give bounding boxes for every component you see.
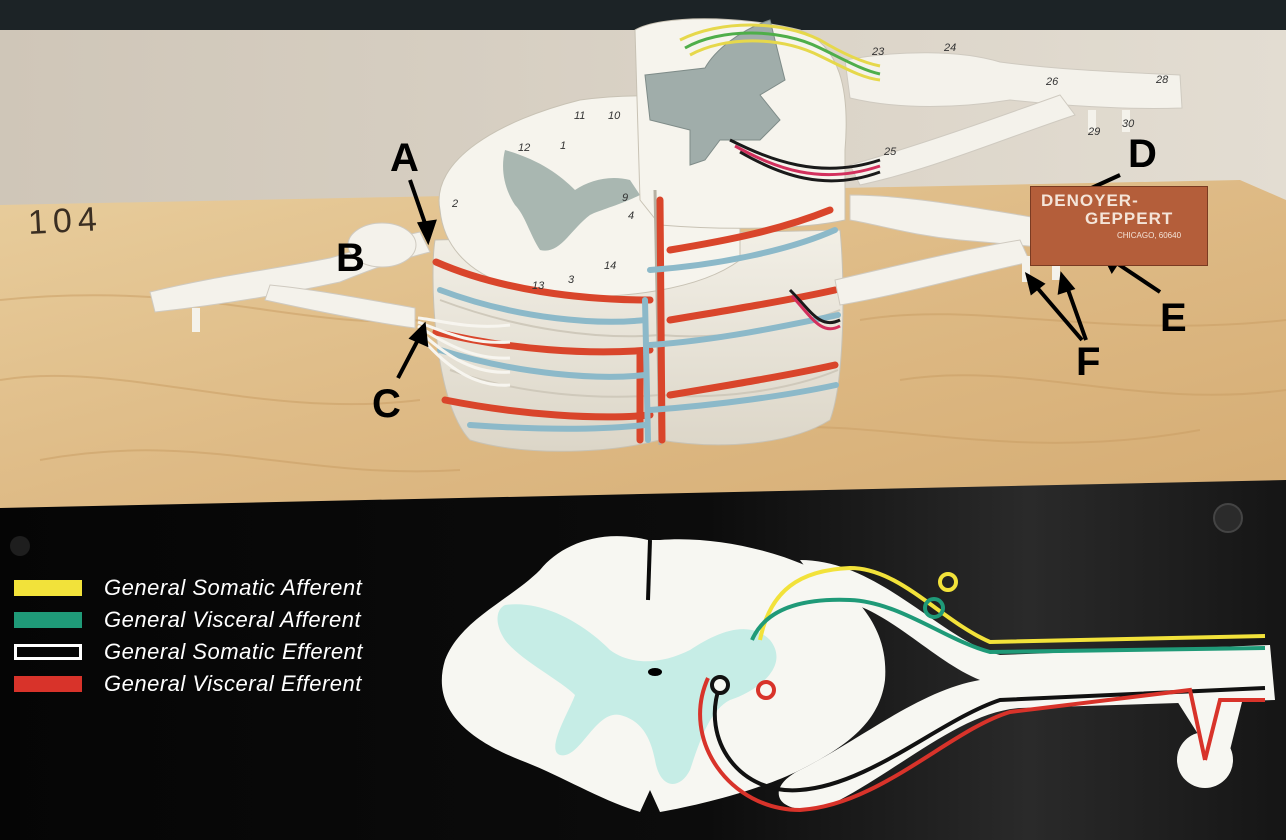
model-number-14: 14: [604, 260, 617, 272]
legend-label-gsa: General Somatic Afferent: [104, 575, 363, 600]
diagram-gse-cell: [710, 675, 730, 695]
model-number-23: 23: [872, 46, 885, 58]
model-right-nerve-mid: [849, 94, 1076, 186]
legend-item-gse: General Somatic Efferent: [14, 636, 434, 668]
legend-swatch-gsa: [14, 580, 82, 596]
brand-label-line2: GEPPERT: [1085, 209, 1174, 228]
legend-item-gva: General Visceral Afferent: [14, 604, 434, 636]
model-right-peg-3: [1088, 110, 1096, 132]
arrow-c: [396, 335, 422, 379]
diagram-gray-matter: [497, 604, 777, 784]
panel-screw-right: [1213, 503, 1243, 533]
callout-f: F: [1076, 340, 1101, 384]
diagram-gse-pathway: [712, 684, 1266, 793]
legend: General Somatic Afferent General Viscera…: [14, 572, 434, 700]
legend-label-gva: General Visceral Afferent: [104, 607, 362, 632]
model-number-24: 24: [944, 42, 957, 54]
diagram-central-canal: [648, 668, 662, 676]
model-number-10: 10: [608, 110, 621, 122]
diagram-gve-postganglionic: [1203, 698, 1265, 761]
legend-label-gse: General Somatic Efferent: [104, 639, 364, 664]
diagram-gve-cell: [756, 680, 776, 700]
model-number-30: 30: [1122, 118, 1135, 130]
arrow-f1: [1032, 282, 1084, 342]
model-wires-red-black: [729, 138, 881, 331]
diagram-nerve-trunk: [778, 560, 1275, 810]
model-number-29: 29: [1088, 126, 1101, 138]
model-right-nerve-upper: [844, 52, 1183, 109]
panel-screw-left: [10, 536, 30, 556]
board-number: 104: [27, 200, 104, 242]
model-left-nerve-lower: [264, 284, 416, 329]
model-gray-matter-top: [503, 150, 640, 251]
model-number-12: 12: [518, 142, 531, 154]
callout-e: E: [1160, 296, 1187, 340]
model-right-peg-1: [1022, 256, 1030, 282]
brand-label: DENOYER- GEPPERT CHICAGO, 60640: [1030, 186, 1208, 266]
model-number-28: 28: [1156, 74, 1169, 86]
model-number-2: 2: [452, 198, 459, 210]
model-right-peg-4: [1122, 110, 1130, 132]
model-number-25: 25: [884, 146, 897, 158]
legend-label-gve: General Visceral Efferent: [104, 671, 362, 696]
callout-c: C: [372, 382, 401, 426]
diagram-gva-pathway: [750, 597, 1266, 655]
model-dorsal-root-ganglion-left: [347, 222, 417, 268]
spinal-cord-diagram: [441, 536, 1275, 813]
diagram-gva-ganglion-cell: [923, 597, 945, 619]
brand-label-line1: DENOYER-: [1041, 191, 1139, 210]
diagram-gve-pathway: [698, 677, 1207, 813]
model-gray-horn-upper: [644, 19, 786, 166]
model-number-4: 4: [628, 210, 635, 222]
callout-a: A: [390, 136, 419, 180]
model-left-peg: [192, 308, 200, 332]
legend-swatch-gse: [14, 644, 82, 660]
model-wires-yellow-green: [679, 23, 881, 82]
legend-swatch-gva: [14, 612, 82, 628]
brand-label-line3: CHICAGO, 60640: [1117, 231, 1182, 240]
model-number-3: 3: [568, 274, 575, 286]
model-number-11: 11: [574, 110, 586, 122]
diagram-median-sulcus: [646, 539, 652, 601]
diagram-gsa-ganglion-cell: [938, 572, 958, 592]
callout-d: D: [1128, 132, 1157, 176]
legend-item-gsa: General Somatic Afferent: [14, 572, 434, 604]
model-number-9: 9: [622, 192, 629, 204]
model-right-peg-2: [1052, 254, 1060, 280]
callout-b: B: [336, 236, 365, 280]
model-number-13: 13: [532, 280, 545, 292]
diagram-gsa-pathway: [758, 565, 1266, 645]
spinal-cord-model: [149, 18, 1183, 452]
model-number-1: 1: [560, 140, 567, 152]
legend-item-gve: General Visceral Efferent: [14, 668, 434, 700]
model-number-26: 26: [1046, 76, 1059, 88]
arrow-f2: [1064, 283, 1088, 341]
legend-swatch-gve: [14, 676, 82, 692]
diagram-ramus: [1170, 690, 1245, 750]
